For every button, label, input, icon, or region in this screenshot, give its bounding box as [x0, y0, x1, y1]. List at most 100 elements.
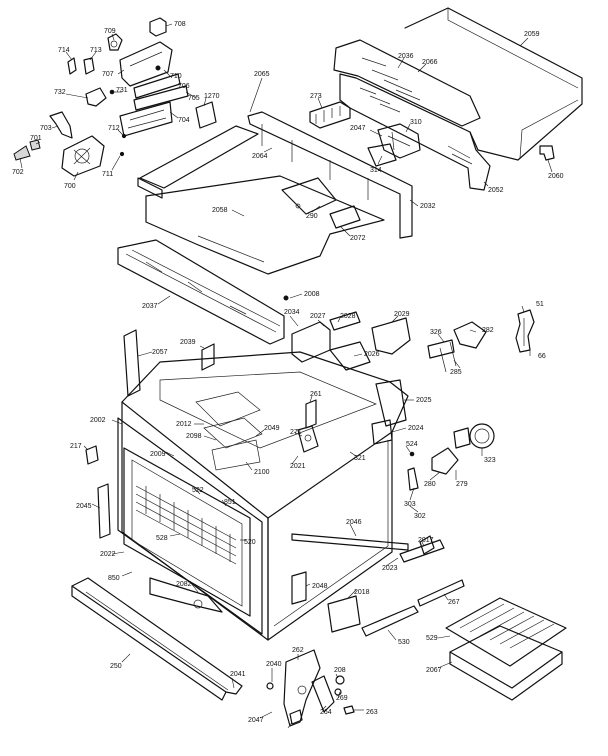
broiler-pan-530	[445, 597, 567, 701]
callout-1270: 1270	[204, 93, 220, 100]
callout-2058: 2058	[212, 207, 228, 214]
power-cord-51	[515, 309, 535, 353]
callout-2036: 2036	[398, 53, 414, 60]
front-top-trim-2037	[117, 239, 285, 345]
side-trim-2045	[97, 483, 111, 539]
rear-top-panel-2059	[404, 7, 583, 161]
callout-708: 708	[174, 21, 186, 28]
screw-2008	[283, 295, 289, 301]
callout-2028: 2028	[340, 313, 356, 320]
callout-285: 285	[450, 369, 462, 376]
heating-rod-2046	[291, 533, 409, 551]
callout-2100: 2100	[254, 469, 270, 476]
callout-2066: 2066	[422, 59, 438, 66]
callout-2067: 250	[110, 663, 122, 670]
callout-282: 282	[482, 327, 494, 334]
bracket-2060	[539, 145, 555, 161]
thermostat-assembly-310	[367, 123, 421, 167]
control-components-group	[13, 17, 217, 177]
callout-2009: 2009	[150, 451, 166, 458]
callout-2026: 2026	[364, 351, 380, 358]
callout-271: 271	[290, 429, 302, 436]
callout-314: 314	[370, 167, 382, 174]
callout-2037: 2037	[142, 303, 158, 310]
terminal-block-273	[309, 101, 351, 129]
hinge-pin-217	[85, 445, 99, 465]
callout-323: 323	[484, 457, 496, 464]
callout-711: 711	[102, 171, 113, 178]
top-frame-2064	[137, 111, 413, 239]
callout-2048: 2018	[354, 589, 370, 596]
callout-522: 522	[192, 487, 204, 494]
callout-2052: 2052	[488, 187, 504, 194]
callout-264: 2047	[248, 717, 264, 724]
callout-524: 524	[406, 441, 418, 448]
callout-51: 51	[536, 301, 544, 308]
callout-2098: 2098	[186, 433, 202, 440]
oven-lamp-parts	[407, 423, 495, 491]
callout-850: 2082	[176, 581, 192, 588]
callout-702: 702	[12, 169, 24, 176]
side-bracket-2057	[123, 329, 141, 397]
callout-2034: 2034	[284, 309, 300, 316]
callout-714: 714	[58, 47, 70, 54]
callout-710: 710	[170, 73, 182, 80]
callout-2046: 2046	[346, 519, 362, 526]
callout-262: 2040	[266, 661, 282, 668]
callout-2039: 2039	[180, 339, 196, 346]
callout-2032: 2032	[420, 203, 436, 210]
right-front-trim-2017	[399, 535, 445, 563]
callout-217: 217	[70, 443, 82, 450]
callout-2059: 2059	[524, 31, 540, 38]
callout-2017: 2017	[418, 537, 434, 544]
callout-2029: 2029	[394, 311, 410, 318]
leader-lines	[19, 23, 553, 729]
bottom-rails-2048	[327, 595, 419, 637]
callout-326: 326	[430, 329, 442, 336]
callout-529: 2067	[426, 667, 442, 674]
callout-704: 704	[178, 117, 190, 124]
callout-261: 261	[310, 391, 322, 398]
door-hinge-parts	[266, 649, 355, 727]
callout-2023: 850	[108, 575, 120, 582]
callout-713: 713	[90, 47, 102, 54]
callout-2018: 267	[448, 599, 460, 606]
upper-bracket-parts	[291, 311, 411, 371]
right-brackets-2025	[371, 379, 407, 445]
bracket-2082	[291, 571, 307, 605]
callout-2025: 2025	[416, 397, 432, 404]
callout-706: 706	[178, 83, 190, 90]
callout-528: 528	[156, 535, 168, 542]
callout-2049: 2049	[264, 425, 280, 432]
callout-707: 707	[102, 71, 114, 78]
callout-303: 303	[404, 501, 416, 508]
bracket-2039	[201, 343, 215, 371]
callout-2041: 269	[336, 695, 348, 702]
callout-2060: 2060	[548, 173, 564, 180]
callout-267: 530	[398, 639, 410, 646]
callout-2022b: 2023	[382, 565, 398, 572]
callout-703: 703	[40, 125, 52, 132]
callout-2065: 2065	[254, 71, 270, 78]
callout-2022-right: 520	[244, 539, 256, 546]
callout-712: 712	[108, 125, 120, 132]
callout-302: 302	[414, 513, 426, 520]
thermostat-bulb-261	[297, 399, 319, 453]
callout-2072: 2072	[350, 235, 366, 242]
callout-732: 732	[54, 89, 66, 96]
callout-279: 279	[456, 481, 468, 488]
callout-700: 700	[64, 183, 76, 190]
callout-321: 321	[354, 455, 366, 462]
callout-2002: 2002	[90, 417, 106, 424]
callout-310: 310	[410, 119, 422, 126]
callout-2021: 2021	[290, 463, 306, 470]
vent-panel-2036	[333, 39, 491, 191]
callout-709: 709	[104, 28, 116, 35]
callout-2047-lower: 263	[366, 709, 378, 716]
callout-208: 2041	[230, 671, 246, 678]
callout-731: 731	[116, 87, 128, 94]
callout-273: 273	[310, 93, 322, 100]
callout-2047: 2047	[350, 125, 366, 132]
